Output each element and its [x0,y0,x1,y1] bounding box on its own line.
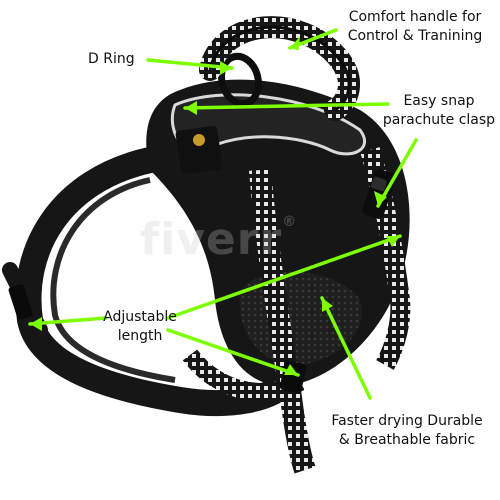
label-easy-snap-line1: Easy snap [403,93,475,109]
arrow-adjustable-top [166,234,402,320]
brand-patch [175,125,223,175]
label-d-ring-text: D Ring [88,51,135,67]
arrow-adjustable-right [166,328,300,377]
label-comfort-handle-line1: Comfort handle for [348,9,482,25]
lower-slider [279,360,307,394]
label-easy-snap: Easy snap parachute clasp [378,92,500,130]
label-adjustable-line1: Adjustable [103,309,177,325]
label-easy-snap-line2: parachute clasp [382,112,496,128]
label-adjustable: Adjustable length [100,308,180,346]
d-ring [218,52,262,108]
left-chest-strap [15,147,303,417]
label-comfort-handle-line2: Control & Tranining [347,28,483,44]
left-adjuster [8,284,33,320]
arrow-easy-snap-2 [376,138,418,208]
arrow-adjustable-left [28,316,108,326]
label-comfort-handle: Comfort handle for Control & Tranining [330,8,500,46]
arrow-d-ring [146,58,234,70]
comfort-handle-edge [208,25,351,112]
label-d-ring: D Ring [88,50,135,69]
watermark-mark: ® [282,214,298,230]
watermark: fiverr® [140,214,297,265]
watermark-text: fiverr [140,214,283,265]
clasp-slot [371,176,387,192]
arrowheads [30,36,400,375]
arrow-fabric [320,296,372,400]
brand-emblem [193,134,205,146]
arrow-easy-snap-1 [183,102,390,110]
label-fabric: Faster drying Durable & Breathable fabri… [318,412,496,450]
label-fabric-line1: Faster drying Durable [331,413,483,429]
label-fabric-line2: & Breathable fabric [338,432,476,448]
left-chest-strap-inner [50,177,176,383]
label-adjustable-line2: length [117,328,163,344]
